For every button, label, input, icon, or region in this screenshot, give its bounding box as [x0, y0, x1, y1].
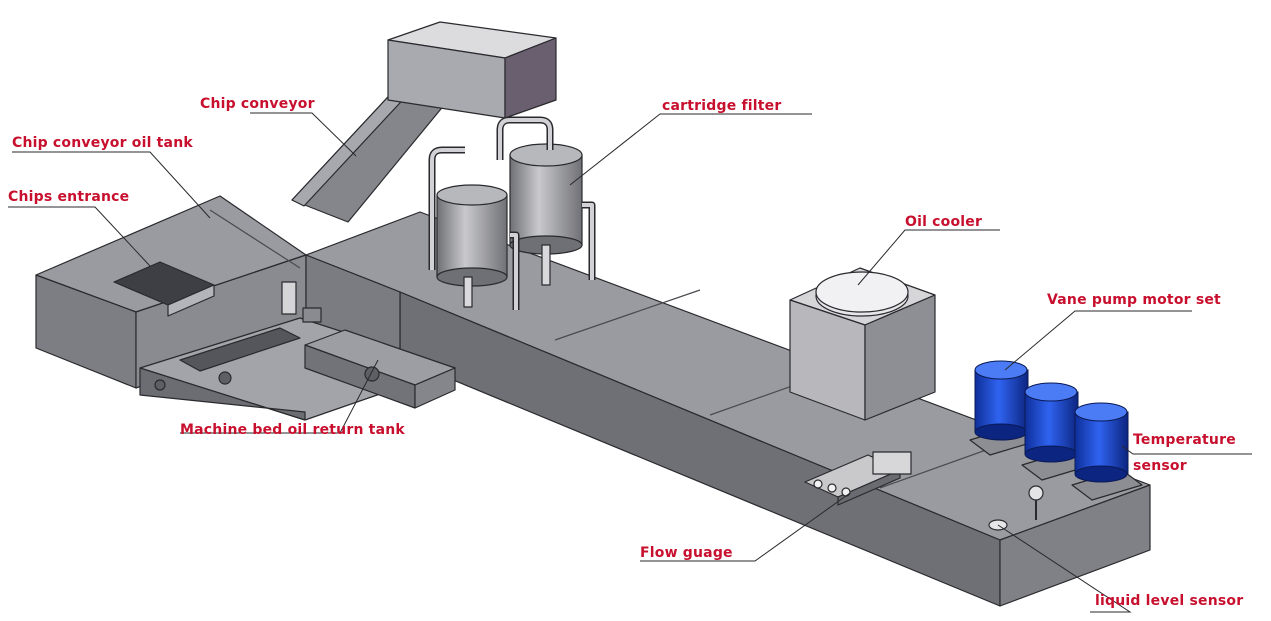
label-oil-cooler: Oil cooler: [905, 214, 983, 230]
flow-gauge-assembly: [804, 451, 912, 506]
vane-pump-motor-3: [1074, 402, 1129, 483]
chips-entrance-rim: [167, 284, 215, 317]
leader-chip-conveyor-oil-tank: [12, 151, 211, 219]
label-sensor: sensor: [1133, 458, 1187, 474]
cartridge-filter-left: [428, 146, 508, 308]
leader-cartridge-filter: [569, 113, 812, 186]
label-liquid-level-sensor: liquid level sensor: [1095, 593, 1244, 609]
oil-cooler-side: [864, 294, 936, 421]
label-vane-pump-motor-set: Vane pump motor set: [1047, 292, 1221, 308]
label-flow-guage: Flow guage: [640, 545, 733, 561]
leader-chips-entrance: [8, 206, 151, 267]
leader-machine-bed-return: [180, 359, 379, 434]
return-tank-front: [139, 367, 306, 421]
leader-temperature-sensor: [1121, 445, 1252, 455]
leader-lines: [8, 112, 1252, 613]
label-temperature: Temperature: [1133, 432, 1236, 448]
leader-oil-cooler: [857, 229, 1000, 286]
leader-flow-guage: [640, 492, 851, 562]
label-chip-conveyor: Chip conveyor: [200, 96, 315, 112]
main-tank-end: [999, 484, 1151, 607]
return-valve: [281, 281, 297, 315]
vane-pump-motor-1: [974, 360, 1029, 441]
chip-conveyor-head-side: [504, 37, 557, 119]
label-chips-entrance: Chips entrance: [8, 189, 130, 205]
leader-chip-conveyor: [250, 112, 357, 157]
return-tank-box-end: [414, 367, 456, 409]
vane-pump-motor-2: [1024, 382, 1079, 463]
label-chip-conveyor-oil-tank: Chip conveyor oil tank: [12, 135, 193, 151]
cartridge-filter-right: [496, 116, 596, 310]
leader-vane-pump: [1004, 310, 1192, 371]
temperature-gauge: [1028, 485, 1044, 520]
label-cartridge-filter: cartridge filter: [662, 98, 782, 114]
vane-pump-motor-set: [974, 360, 1129, 483]
return-tank-trough: [179, 327, 301, 372]
leader-liquid-level: [997, 524, 1132, 613]
label-machine-bed-oil-return-tank: Machine bed oil return tank: [180, 422, 405, 438]
